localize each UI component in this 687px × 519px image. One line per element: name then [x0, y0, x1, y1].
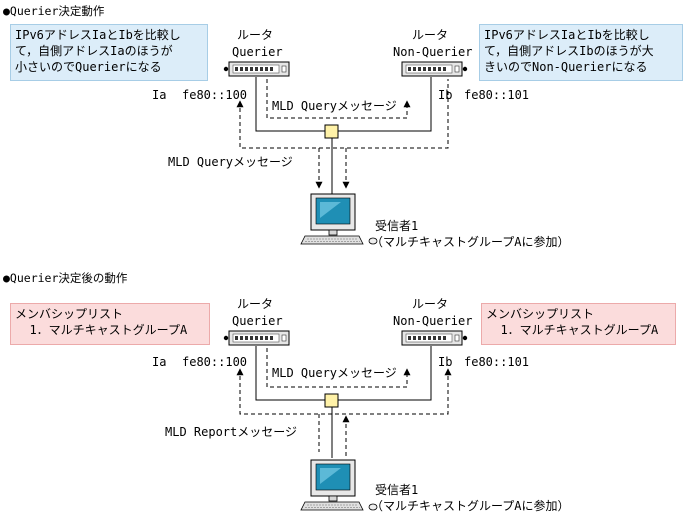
left-membership-title: メンバシップリスト	[15, 307, 124, 321]
right-note-line: IPv6アドレスIaとIbを比較し	[484, 28, 650, 42]
right-note-line: て，自側アドレスIbのほうが大	[484, 44, 654, 58]
right-router-icon	[401, 330, 463, 346]
left-note-box: IPv6アドレスIaとIbを比較し て，自側アドレスIaのほうが 小さいのでQu…	[10, 24, 208, 81]
left-note-line: 小さいのでQuerierになる	[15, 60, 162, 74]
right-router-icon	[401, 61, 463, 77]
left-interface-name: Ia	[152, 88, 167, 102]
left-note-line: IPv6アドレスIaとIbを比較し	[15, 28, 181, 42]
right-router-label: ルータ	[412, 28, 449, 42]
right-note-box: IPv6アドレスIaとIbを比較し て，自側アドレスIbのほうが大 きいのでNo…	[479, 24, 683, 81]
left-interface-address: fe80::100	[182, 355, 248, 369]
right-router-label: ルータ	[412, 297, 449, 311]
left-interface-name: Ia	[152, 355, 167, 369]
left-membership-item: 1．マルチキャストグループA	[15, 323, 188, 337]
left-router-icon	[228, 61, 290, 77]
left-router-role: Querier	[232, 45, 283, 59]
left-membership-box: メンバシップリスト 1．マルチキャストグループA	[10, 303, 210, 345]
left-router-icon	[228, 330, 290, 346]
left-router-label: ルータ	[237, 28, 274, 42]
right-interface-name: Ib	[438, 355, 453, 369]
receiver-name: 受信者1	[375, 219, 419, 233]
receiver-group: （マルチキャストグループAに参加）	[371, 499, 570, 513]
lower-message-label: MLD Reportメッセージ	[165, 425, 298, 439]
receiver-name: 受信者1	[375, 483, 419, 497]
left-note-line: て，自側アドレスIaのほうが	[15, 44, 173, 58]
right-interface-name: Ib	[438, 88, 453, 102]
right-interface-address: fe80::101	[464, 355, 530, 369]
receiver-pc-icon	[300, 459, 378, 511]
left-interface-address: fe80::100	[182, 88, 248, 102]
right-interface-address: fe80::101	[464, 88, 530, 102]
right-membership-box: メンバシップリスト 1．マルチキャストグループA	[481, 303, 676, 345]
left-router-label: ルータ	[237, 297, 274, 311]
section1-diagram	[223, 61, 468, 245]
hub-icon	[324, 393, 339, 408]
right-note-line: きいのでNon-Querierになる	[484, 60, 648, 74]
section2-title: ●Querier決定後の動作	[3, 271, 128, 285]
right-router-role: Non-Querier	[393, 314, 473, 328]
right-router-role: Non-Querier	[393, 45, 473, 59]
upper-message-label: MLD Queryメッセージ	[272, 99, 397, 113]
receiver-group: （マルチキャストグループAに参加）	[371, 235, 570, 249]
section1-title: ●Querier決定動作	[3, 4, 105, 18]
lower-message-label: MLD Queryメッセージ	[168, 155, 293, 169]
right-membership-title: メンバシップリスト	[486, 307, 595, 321]
upper-message-label: MLD Queryメッセージ	[272, 366, 397, 380]
left-router-role: Querier	[232, 314, 283, 328]
section2-diagram	[223, 330, 468, 511]
right-membership-item: 1．マルチキャストグループA	[486, 323, 659, 337]
hub-icon	[324, 124, 339, 139]
receiver-pc-icon	[300, 193, 378, 245]
